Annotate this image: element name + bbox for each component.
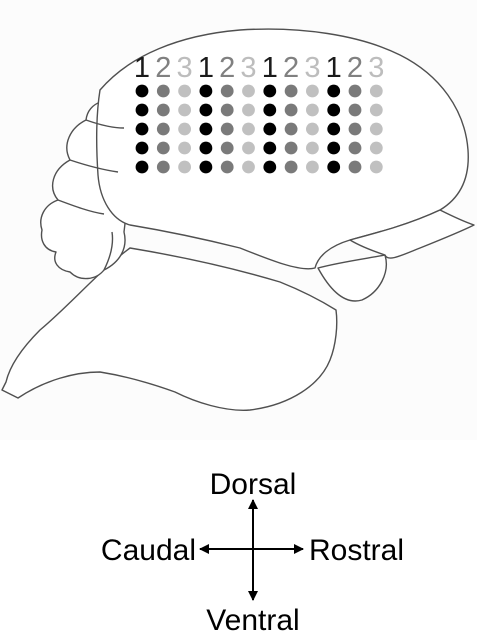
electrode-dot <box>285 142 298 155</box>
electrode-dot <box>263 123 276 136</box>
electrode-dot <box>306 123 319 136</box>
electrode-dot <box>370 142 383 155</box>
electrode-dot <box>242 161 255 174</box>
electrode-dot <box>200 142 213 155</box>
electrode-dot <box>263 161 276 174</box>
electrode-dot <box>157 123 170 136</box>
electrode-dot <box>136 161 149 174</box>
electrode-dot <box>349 123 362 136</box>
electrode-dot <box>200 104 213 117</box>
electrode-dot <box>349 104 362 117</box>
column-label: 3 <box>177 52 193 84</box>
electrode-dot <box>178 142 191 155</box>
electrode-dot <box>221 104 234 117</box>
column-label: 3 <box>368 52 384 84</box>
electrode-dot <box>136 123 149 136</box>
dorsal-label: Dorsal <box>210 468 297 501</box>
electrode-dot <box>263 142 276 155</box>
electrode-dot <box>285 123 298 136</box>
column-label: 1 <box>326 52 342 84</box>
column-label: 2 <box>347 52 363 84</box>
electrode-dot <box>263 85 276 98</box>
electrode-dot <box>263 104 276 117</box>
electrode-dot <box>370 104 383 117</box>
electrode-dot <box>370 123 383 136</box>
column-label: 3 <box>240 52 256 84</box>
electrode-dot <box>221 123 234 136</box>
electrode-dot <box>242 85 255 98</box>
electrode-dot <box>306 142 319 155</box>
electrode-dot <box>200 123 213 136</box>
column-label: 1 <box>134 52 150 84</box>
electrode-dot <box>242 104 255 117</box>
column-label: 2 <box>219 52 235 84</box>
electrode-dot <box>157 161 170 174</box>
electrode-dot <box>136 85 149 98</box>
column-label: 1 <box>262 52 278 84</box>
electrode-dot <box>157 85 170 98</box>
electrode-dot <box>349 85 362 98</box>
electrode-dot <box>178 161 191 174</box>
electrode-dot <box>178 123 191 136</box>
electrode-dot <box>157 104 170 117</box>
orientation-compass: Dorsal Ventral Caudal Rostral <box>101 468 404 637</box>
electrode-dot <box>370 85 383 98</box>
electrode-dot <box>285 104 298 117</box>
electrode-dot <box>327 123 340 136</box>
electrode-dot <box>285 161 298 174</box>
electrode-dot <box>306 161 319 174</box>
rostral-label: Rostral <box>309 534 404 567</box>
electrode-dot <box>200 161 213 174</box>
electrode-dot <box>221 85 234 98</box>
electrode-dot <box>136 142 149 155</box>
electrode-dot <box>370 161 383 174</box>
electrode-dot <box>349 142 362 155</box>
column-label: 1 <box>198 52 214 84</box>
column-label: 3 <box>304 52 320 84</box>
electrode-dot <box>327 161 340 174</box>
electrode-dot <box>327 142 340 155</box>
electrode-dot <box>242 123 255 136</box>
electrode-dot <box>157 142 170 155</box>
column-label: 2 <box>283 52 299 84</box>
column-label: 2 <box>155 52 171 84</box>
electrode-dot <box>178 104 191 117</box>
electrode-dot <box>306 104 319 117</box>
electrode-dot <box>242 142 255 155</box>
electrode-dot <box>306 85 319 98</box>
ventral-label: Ventral <box>206 604 299 637</box>
caudal-label: Caudal <box>101 534 196 567</box>
electrode-dot <box>200 85 213 98</box>
electrode-dot <box>221 142 234 155</box>
electrode-dot <box>327 85 340 98</box>
electrode-dot <box>221 161 234 174</box>
electrode-dot <box>349 161 362 174</box>
electrode-dot <box>327 104 340 117</box>
electrode-dot <box>178 85 191 98</box>
electrode-dot <box>285 85 298 98</box>
electrode-dot <box>136 104 149 117</box>
